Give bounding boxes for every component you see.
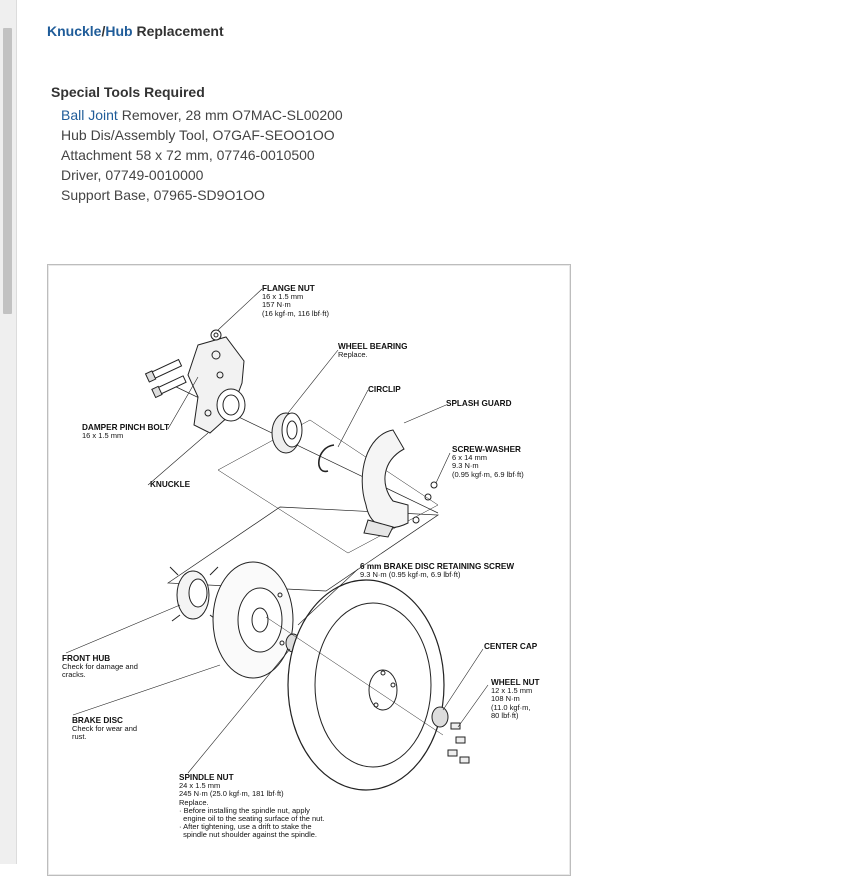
callout-spec: Check for damage and cracks. bbox=[62, 662, 138, 680]
tool-item: Driver, 07749-0010000 bbox=[61, 167, 204, 183]
title-text: Replacement bbox=[132, 23, 224, 39]
tool-item: Ball Joint Remover, 28 mm O7MAC-SL00200 bbox=[61, 105, 343, 125]
callout-name: 6 mm BRAKE DISC RETAINING SCREW bbox=[360, 562, 515, 571]
tool-item: Attachment 58 x 72 mm, 07746-0010500 bbox=[61, 147, 315, 163]
callout-knuckle: KNUCKLE bbox=[150, 480, 191, 489]
callout-name: WHEEL NUT bbox=[491, 678, 540, 687]
callout-spec: 6 x 14 mm 9.3 N·m (0.95 kgf·m, 6.9 lbf·f… bbox=[452, 453, 524, 479]
knuckle-link[interactable]: Knuckle bbox=[47, 23, 102, 39]
callout-flange-nut: FLANGE NUT 16 x 1.5 mm 157 N·m (16 kgf·m… bbox=[262, 284, 329, 318]
callout-name: FLANGE NUT bbox=[262, 284, 315, 293]
callout-splash-guard: SPLASH GUARD bbox=[446, 399, 512, 408]
callout-brake-disc: BRAKE DISC Check for wear and rust. bbox=[72, 716, 138, 742]
callout-wheel-bearing: WHEEL BEARING Replace. bbox=[338, 342, 408, 360]
tool-item: Hub Dis/Assembly Tool, O7GAF-SEOO1OO bbox=[61, 127, 335, 143]
callout-spec: Check for wear and rust. bbox=[72, 724, 138, 742]
callout-name: FRONT HUB bbox=[62, 654, 111, 663]
callout-spec: 9.3 N·m (0.95 kgf·m, 6.9 lbf·ft) bbox=[360, 570, 461, 580]
scrollbar-thumb[interactable] bbox=[3, 28, 12, 314]
callout-name: WHEEL BEARING bbox=[338, 342, 408, 351]
tool-item-text: Remover, 28 mm O7MAC-SL00200 bbox=[117, 107, 343, 123]
callout-spindle-nut: SPINDLE NUT 24 x 1.5 mm 245 N·m (25.0 kg… bbox=[179, 773, 325, 840]
scrollbar-track[interactable] bbox=[0, 0, 17, 864]
callout-name: SPINDLE NUT bbox=[179, 773, 234, 782]
special-tools-list: Ball Joint Remover, 28 mm O7MAC-SL00200 … bbox=[61, 105, 343, 205]
special-tools-heading: Special Tools Required bbox=[51, 84, 205, 100]
page-title: Knuckle/Hub Replacement bbox=[47, 23, 224, 39]
callout-spec: 24 x 1.5 mm 245 N·m (25.0 kgf·m, 181 lbf… bbox=[179, 781, 325, 840]
callout-name: SCREW-WASHER bbox=[452, 445, 521, 454]
callout-name: BRAKE DISC bbox=[72, 716, 123, 725]
callout-name: KNUCKLE bbox=[150, 480, 191, 489]
ball-joint-link[interactable]: Ball Joint bbox=[61, 107, 118, 123]
hub-link[interactable]: Hub bbox=[105, 23, 133, 39]
callout-name: CIRCLIP bbox=[368, 385, 401, 394]
tool-item: Support Base, 07965-SD9O1OO bbox=[61, 187, 265, 203]
callout-center-cap: CENTER CAP bbox=[484, 642, 538, 651]
exploded-diagram: FLANGE NUT 16 x 1.5 mm 157 N·m (16 kgf·m… bbox=[47, 264, 571, 876]
diagram-drawing bbox=[65, 288, 489, 791]
callout-spec: 16 x 1.5 mm 157 N·m (16 kgf·m, 116 lbf·f… bbox=[262, 292, 329, 318]
callout-circlip: CIRCLIP bbox=[368, 385, 401, 394]
callout-name: SPLASH GUARD bbox=[446, 399, 512, 408]
callout-spec: 16 x 1.5 mm bbox=[82, 431, 124, 441]
callout-screw-washer: SCREW-WASHER 6 x 14 mm 9.3 N·m (0.95 kgf… bbox=[452, 445, 524, 479]
callout-name: CENTER CAP bbox=[484, 642, 538, 651]
title-separator: / bbox=[101, 23, 106, 39]
callout-damper-pinch-bolt: DAMPER PINCH BOLT 16 x 1.5 mm bbox=[82, 423, 170, 441]
callout-name: DAMPER PINCH BOLT bbox=[82, 423, 170, 432]
callout-spec: 12 x 1.5 mm 108 N·m (11.0 kgf·m, 80 lbf·… bbox=[491, 686, 533, 720]
callout-front-hub: FRONT HUB Check for damage and cracks. bbox=[62, 654, 138, 680]
callout-brake-disc-screw: 6 mm BRAKE DISC RETAINING SCREW 9.3 N·m … bbox=[360, 562, 515, 580]
callout-wheel-nut: WHEEL NUT 12 x 1.5 mm 108 N·m (11.0 kgf·… bbox=[491, 678, 540, 720]
callout-spec: Replace. bbox=[338, 350, 368, 360]
